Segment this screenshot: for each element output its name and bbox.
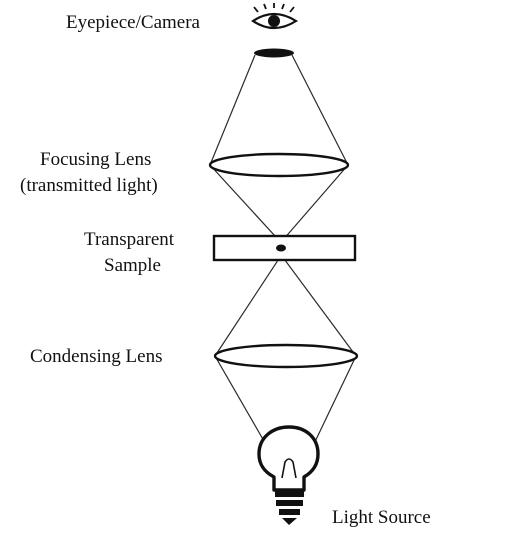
ray-condensing-to-bulb-right xyxy=(311,355,357,449)
condensing-lens xyxy=(213,343,359,369)
ray-sample-to-condensing-right xyxy=(275,247,357,357)
label-focusing-lens: Focusing Lens xyxy=(40,149,151,170)
sample-focal-point xyxy=(276,244,286,252)
ray-focusing-to-sample-right xyxy=(275,164,349,249)
ray-focusing-to-sample-left xyxy=(209,164,287,249)
label-sample: Sample xyxy=(104,255,161,276)
label-transparent: Transparent xyxy=(84,229,175,250)
ray-eyepiece-to-focusing-left xyxy=(209,54,256,166)
eyepiece-lens xyxy=(254,48,294,58)
light-bulb-icon xyxy=(257,425,320,525)
ray-eyepiece-to-focusing-right xyxy=(291,54,349,166)
ray-condensing-to-bulb-left xyxy=(214,355,269,449)
ray-sample-to-condensing-left xyxy=(214,247,287,357)
label-light-source: Light Source xyxy=(332,507,431,528)
label-focusing-lens-note: (transmitted light) xyxy=(20,175,158,196)
eye-icon xyxy=(251,3,299,30)
transparent-sample xyxy=(212,234,357,262)
focusing-lens xyxy=(208,152,350,178)
label-eyepiece-camera: Eyepiece/Camera xyxy=(66,12,201,33)
light-rays xyxy=(209,54,357,449)
label-condensing-lens: Condensing Lens xyxy=(30,346,162,367)
